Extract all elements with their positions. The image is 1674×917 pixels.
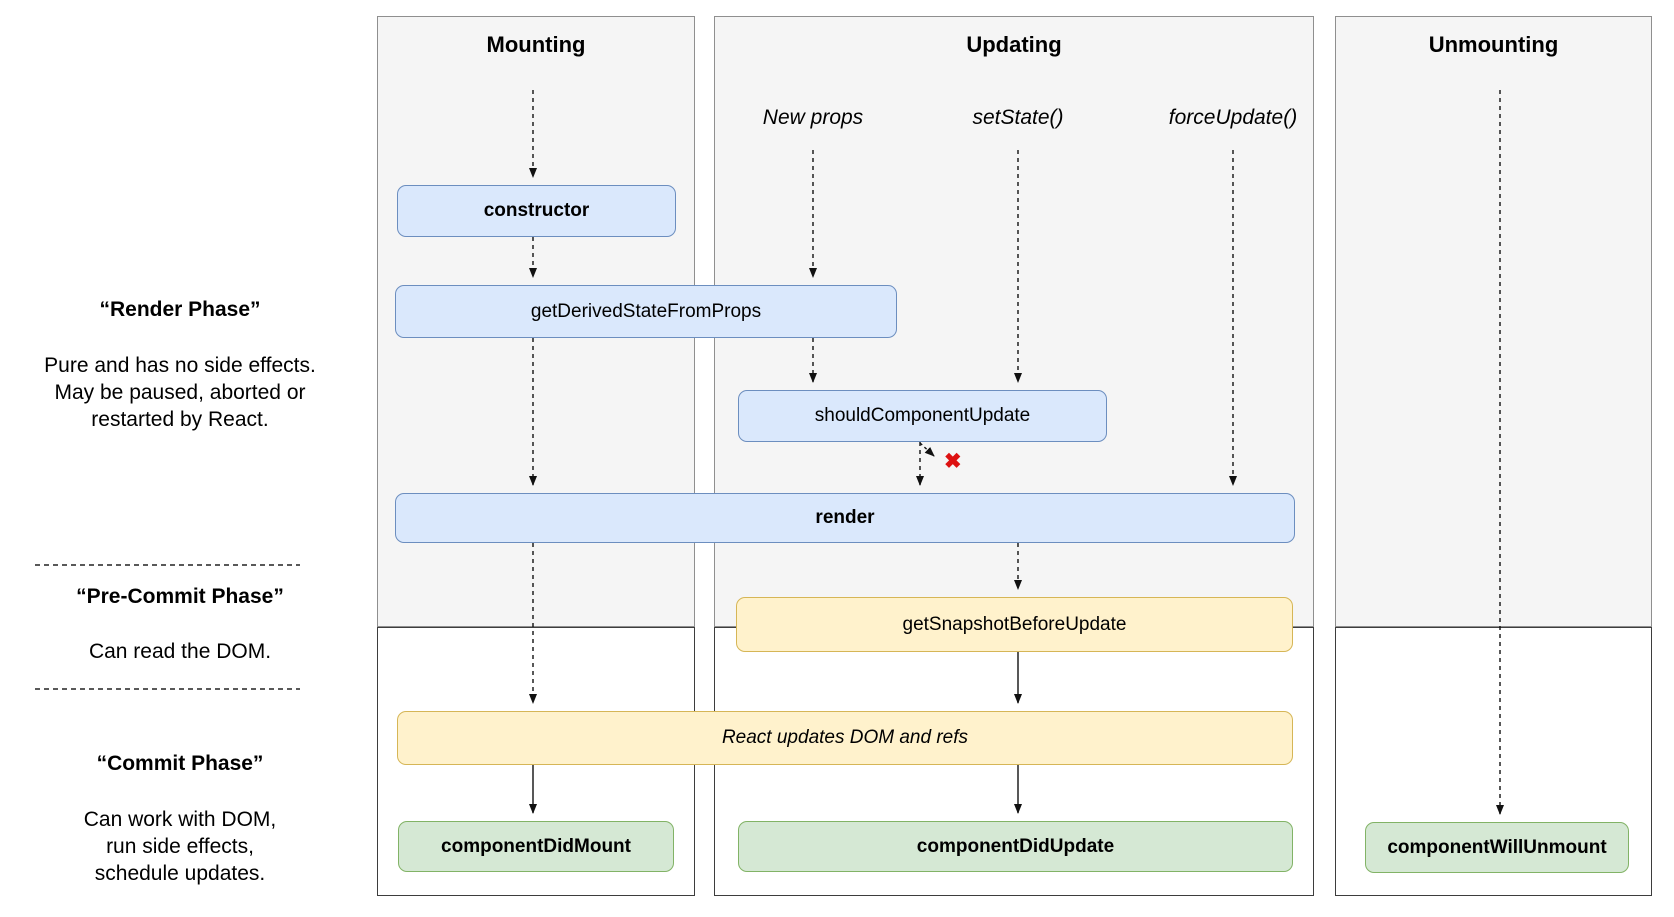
node-component-did-update: componentDidUpdate xyxy=(738,821,1293,872)
unmounting-column-render-area xyxy=(1335,16,1652,627)
render-phase-title: “Render Phase” xyxy=(99,298,261,321)
render-phase-desc-line: May be paused, aborted or xyxy=(54,381,306,404)
node-react-updates-dom: React updates DOM and refs xyxy=(397,711,1293,765)
node-render: render xyxy=(395,493,1295,543)
node-get-derived-state-from-props: getDerivedStateFromProps xyxy=(395,285,897,338)
commit-phase-desc-line: run side effects, xyxy=(106,835,254,858)
column-title-unmounting: Unmounting xyxy=(1428,32,1559,57)
column-title-updating: Updating xyxy=(966,32,1062,57)
render-phase-desc-line: restarted by React. xyxy=(91,408,269,431)
node-should-component-update: shouldComponentUpdate xyxy=(738,390,1107,442)
render-phase-desc-line: Pure and has no side effects. xyxy=(44,354,316,377)
pre-commit-phase-desc-line: Can read the DOM. xyxy=(88,640,272,663)
commit-phase-desc-line: Can work with DOM, xyxy=(83,808,277,831)
trigger-force-update: forceUpdate() xyxy=(1168,106,1298,129)
cancel-update-cross-icon: ✖ xyxy=(944,450,962,473)
node-constructor: constructor xyxy=(397,185,676,237)
trigger-set-state: setState() xyxy=(972,106,1064,129)
node-get-snapshot-before-update: getSnapshotBeforeUpdate xyxy=(736,597,1293,652)
node-component-will-unmount: componentWillUnmount xyxy=(1365,822,1629,873)
trigger-new-props: New props xyxy=(762,106,864,129)
commit-phase-desc-line: schedule updates. xyxy=(94,862,266,885)
node-component-did-mount: componentDidMount xyxy=(398,821,674,872)
commit-phase-title: “Commit Phase” xyxy=(96,752,264,775)
pre-commit-phase-title: “Pre-Commit Phase” xyxy=(76,585,284,608)
column-title-mounting: Mounting xyxy=(486,32,586,57)
